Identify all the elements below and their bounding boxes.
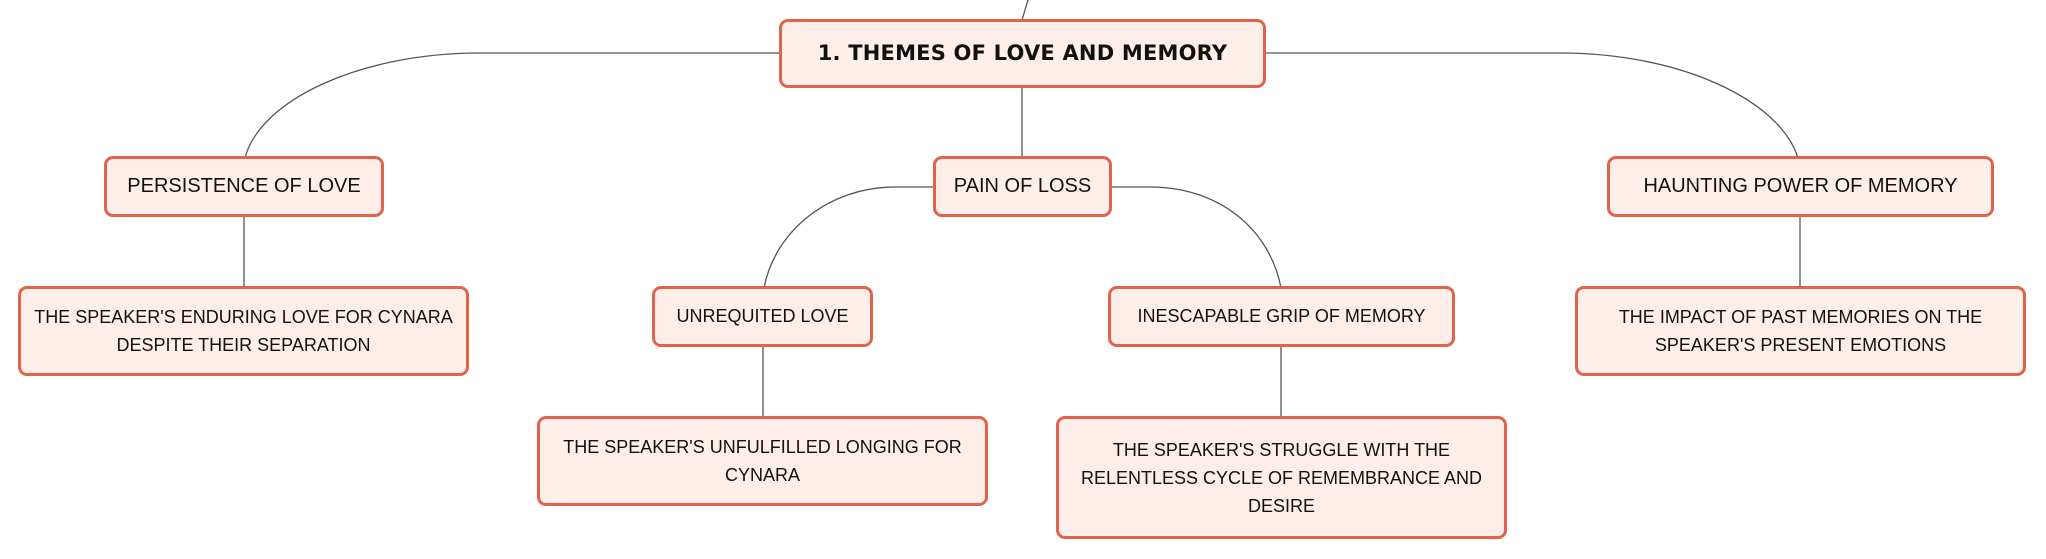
connector-root-incoming — [1021, 0, 1029, 21]
connector-root-persistence — [244, 52, 779, 159]
node-unrequited-love[interactable]: UNREQUITED LOVE — [652, 286, 873, 347]
node-struggle-remembrance[interactable]: THE SPEAKER'S STRUGGLE WITH THE RELENTLE… — [1056, 416, 1507, 539]
connector-pain-unrequited — [763, 186, 934, 289]
node-pain-of-loss[interactable]: PAIN OF LOSS — [933, 156, 1112, 217]
node-enduring-love[interactable]: THE SPEAKER'S ENDURING LOVE FOR CYNARA D… — [18, 286, 469, 376]
node-impact-of-memories[interactable]: THE IMPACT OF PAST MEMORIES ON THE SPEAK… — [1575, 286, 2026, 376]
connector-root-haunting — [1265, 52, 1799, 159]
connector-pain-inescapable — [1111, 186, 1282, 289]
node-root[interactable]: 1. THEMES OF LOVE AND MEMORY — [779, 19, 1266, 88]
node-inescapable-grip[interactable]: INESCAPABLE GRIP OF MEMORY — [1108, 286, 1455, 347]
node-unfulfilled-longing[interactable]: THE SPEAKER'S UNFULFILLED LONGING FOR CY… — [537, 416, 988, 506]
node-persistence-of-love[interactable]: PERSISTENCE OF LOVE — [104, 156, 384, 217]
node-haunting-power-of-memory[interactable]: HAUNTING POWER OF MEMORY — [1607, 156, 1994, 217]
